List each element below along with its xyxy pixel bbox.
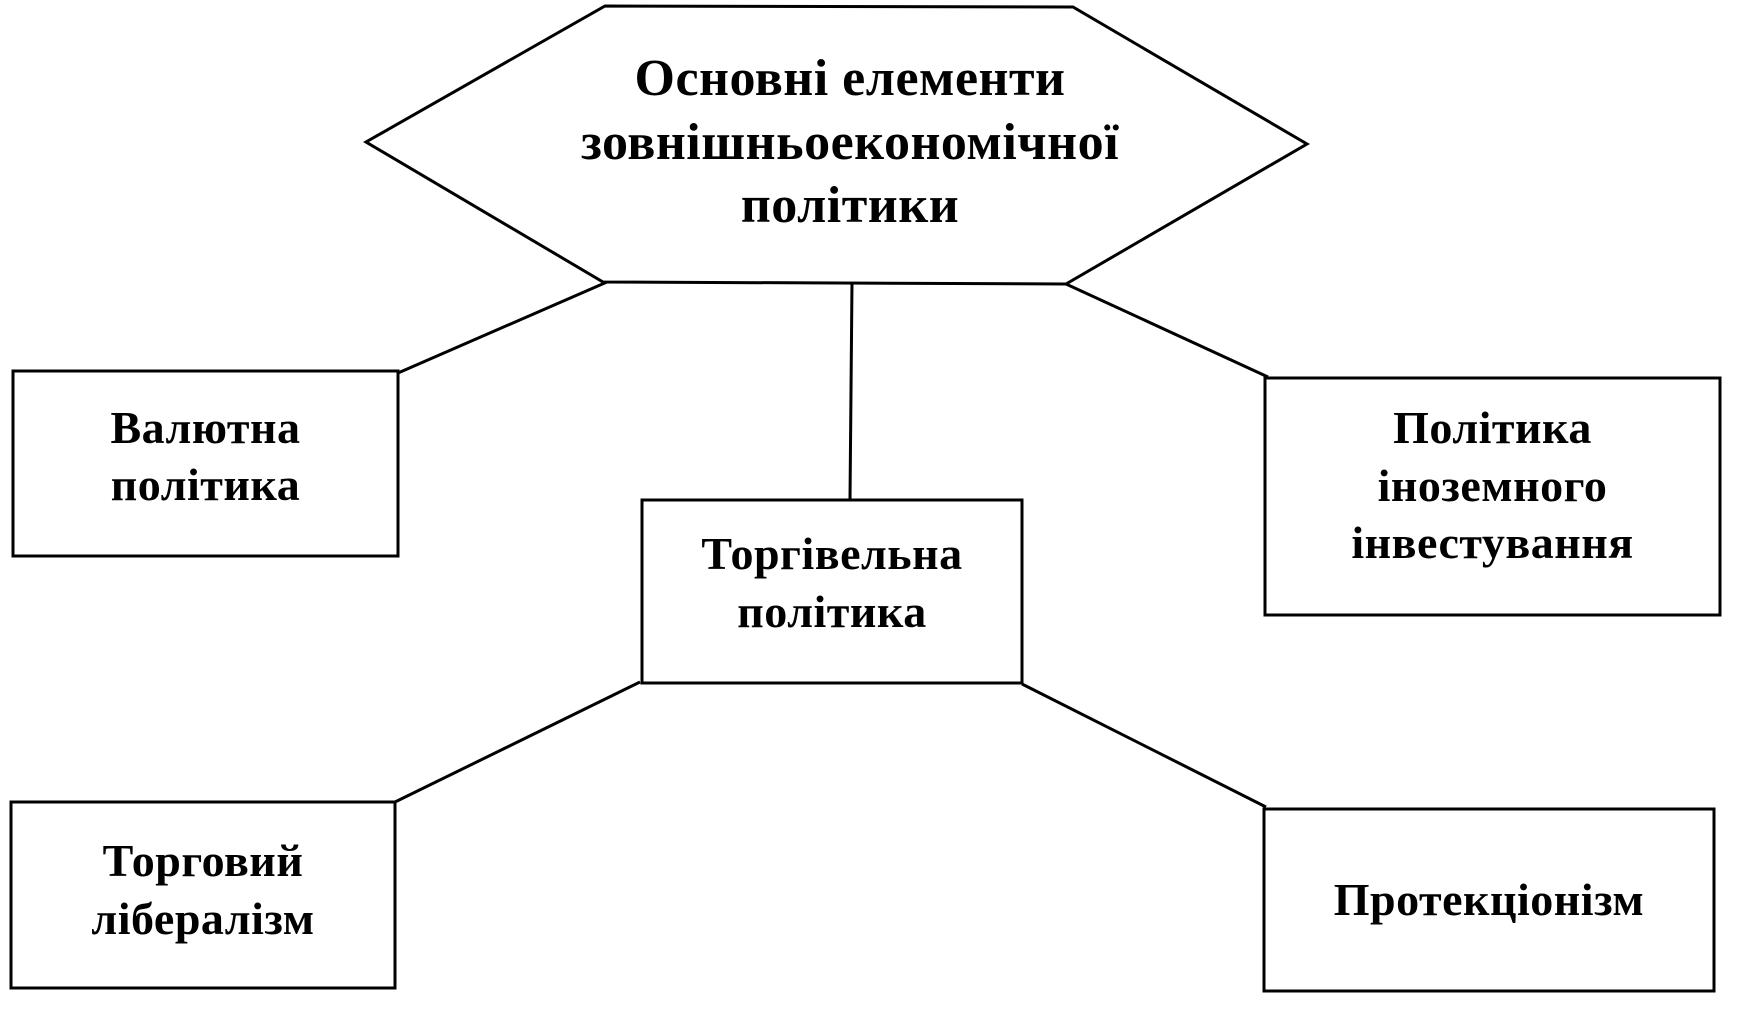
trade-policy-box — [640, 498, 1024, 685]
connector-trade-policy-to-protectionism — [1021, 682, 1267, 809]
root-title-line-1: Основні елементи — [634, 50, 1066, 108]
foreign-investment-policy-line-1: Політика — [1393, 402, 1592, 454]
foreign-investment-policy-line-3: інвестування — [1351, 517, 1634, 569]
trade-policy-line-1: Торгівельна — [701, 528, 963, 579]
connector-trade-policy-to-liberalism — [394, 680, 641, 804]
currency-policy-label: Валютна політика — [13, 371, 398, 541]
protectionism-line-1: Протекціонізм — [1333, 874, 1645, 926]
connector-root-to-currency-policy — [397, 280, 608, 375]
foreign-investment-policy-label: Політика іноземного інвестування — [1265, 378, 1720, 593]
foreign-investment-policy-line-2: іноземного — [1377, 459, 1608, 511]
trade-liberalism-line-2: лібералізм — [91, 892, 315, 944]
trade-liberalism-label: Торговий лібералізм — [11, 802, 395, 977]
currency-policy-box — [11, 369, 400, 558]
root-hexagon — [363, 4, 1310, 286]
protectionism-box — [1262, 807, 1716, 993]
trade-policy-line-2: політика — [737, 585, 927, 637]
trade-liberalism-line-1: Торговий — [102, 835, 304, 886]
root-title-line-3: політики — [740, 177, 960, 235]
connector-root-to-trade-policy — [848, 281, 854, 501]
trade-policy-label: Торгівельна політика — [642, 500, 1022, 665]
root-title-line-2: зовнішньоекономічної — [580, 113, 1120, 171]
trade-liberalism-box — [9, 800, 397, 990]
foreign-investment-policy-box — [1263, 376, 1722, 617]
currency-policy-line-2: політика — [110, 459, 301, 510]
connector-root-to-foreign-investment-policy — [1065, 282, 1269, 379]
currency-policy-line-1: Валютна — [110, 401, 301, 453]
root-title: Основні елементи зовнішньоекономічної по… — [460, 30, 1240, 255]
protectionism-label: Протекціонізм — [1264, 809, 1714, 991]
